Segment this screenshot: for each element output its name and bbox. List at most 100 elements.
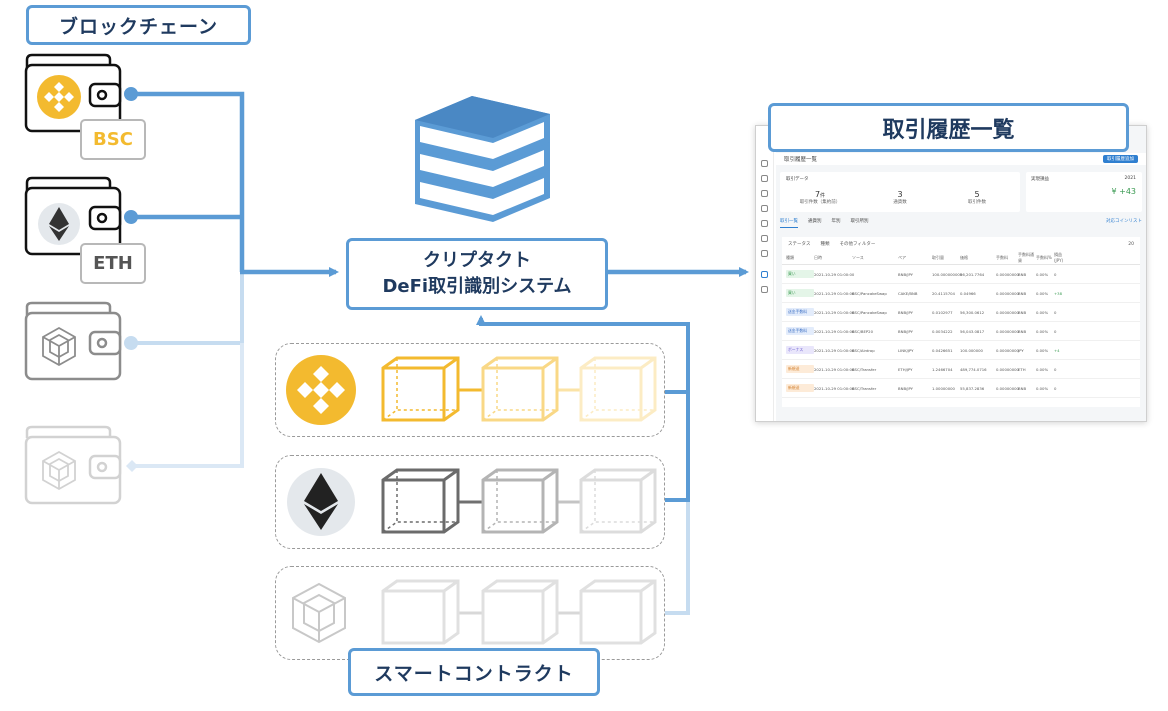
connector-dot-eth [124, 210, 138, 224]
chat-icon [761, 220, 768, 227]
table-cell: 2021-10-29 01:00:00 [814, 385, 855, 391]
summary-unit: 件 [820, 193, 826, 199]
table-cell: 0 [1054, 385, 1057, 391]
table-cell: 100.000000 [960, 347, 983, 353]
table-cell: 0.04966 [960, 290, 976, 296]
clock-icon [761, 286, 768, 293]
table-cell: 0.0102977 [932, 309, 953, 315]
tag-icon [761, 235, 768, 242]
summary-label: 取引件数 [968, 200, 986, 205]
type-tag: ボーナス [786, 346, 814, 354]
table-cell: 2021-10-29 01:00:00 [814, 366, 855, 372]
table-cell: 0 [1054, 309, 1057, 315]
table-cell: BSC/Airdrop [852, 347, 875, 353]
table-cell: ETH [1018, 366, 1026, 372]
table-cell: BSC/PancakeSwap [852, 290, 887, 296]
column-header: 損益(JPY) [1054, 252, 1064, 263]
block-cube-generic-2 [481, 579, 559, 645]
tab-year[interactable]: 年別 [831, 219, 841, 224]
eth-coin-icon [38, 203, 80, 245]
table-cell: 1.00000000 [932, 385, 955, 391]
block-cube-bsc-2 [481, 356, 559, 422]
per-page-select[interactable]: 20 [1128, 241, 1134, 247]
type-tag: 新規送 [786, 384, 814, 392]
table-cell: 0.00000000 [996, 309, 1019, 315]
table-cell: BNB/JPY [898, 328, 913, 334]
type-tag: 買い [786, 270, 814, 278]
coin-list-link[interactable]: 対応コインリスト [1106, 219, 1142, 224]
user-icon [761, 175, 768, 182]
contract-coin-bnb [286, 355, 356, 425]
wallet-icon-generic-faded [24, 425, 122, 505]
block-cube-eth-1 [381, 468, 460, 534]
summary-value: 7 [814, 190, 821, 199]
table-cell: 2021-10-29 01:00:00 [814, 328, 855, 334]
tab-transactions[interactable]: 取引一覧 [780, 218, 798, 228]
table-cell: 2021-10-29 01:00:00 [814, 309, 855, 315]
column-header: 手数料% [1036, 254, 1052, 260]
cryptact-system-box: クリプタクト DeFi取引識別システム [346, 238, 608, 310]
transaction-history-screenshot: 取引履歴一覧 取引履歴追加 取引データ 7件 取引件数（集約前） 3 通貨数 5… [755, 125, 1147, 422]
app-sidebar [756, 126, 774, 421]
connector-contract-feedback [476, 315, 690, 394]
contract-row-bsc [275, 343, 665, 437]
wallet-icon-generic [24, 301, 122, 381]
connector-wallet-4 [133, 343, 244, 468]
table-cell: BNB [1018, 271, 1027, 277]
block-cube-eth-2 [481, 468, 559, 534]
filter-other[interactable]: その他フィルター [839, 242, 876, 247]
smart-contract-label: スマートコントラクト [348, 648, 600, 696]
pnl-card: 実現損益 2021 ¥ +43 [1026, 172, 1142, 212]
block-cube-bsc-3 [579, 356, 657, 422]
column-header[interactable]: 日時 [814, 254, 822, 260]
system-subtitle: DeFi取引識別システム [382, 276, 572, 297]
connector-wallet-bsc [131, 91, 245, 272]
table-cell: BNB [1018, 309, 1027, 315]
table-cell: BSC/BEP20 [852, 328, 874, 334]
filter-type[interactable]: 種類 [820, 242, 830, 247]
column-header: 取引量 [932, 254, 944, 260]
table-cell: 0.00% [1036, 328, 1049, 334]
contract-row-eth [275, 455, 665, 549]
table-cell: 489,774.0716 [960, 366, 987, 372]
tab-exchange[interactable]: 取引所別 [850, 219, 869, 224]
table-cell: 0.00% [1036, 271, 1049, 277]
transactions-table: ステータス 種類 その他フィルター 20 種類 日時 ソース ペア 取引量 価格… [782, 237, 1140, 407]
table-cell: 56,043.0817 [960, 328, 985, 334]
table-cell: 100.000000000 [932, 271, 963, 277]
table-cell: 0.0034222 [932, 328, 953, 334]
breadcrumb[interactable]: 取引履歴一覧 [784, 157, 818, 163]
app-main: 取引履歴一覧 取引履歴追加 取引データ 7件 取引件数（集約前） 3 通貨数 5… [776, 126, 1146, 421]
summary-item: 3 通貨数 [875, 190, 925, 205]
table-cell: 0.00000000 [996, 290, 1019, 296]
add-history-button[interactable]: 取引履歴追加 [1103, 155, 1138, 163]
table-cell: BSC/Transfer [852, 366, 877, 372]
table-cell: 0.00% [1036, 347, 1049, 353]
block-cube-generic-1 [381, 579, 460, 645]
table-cell: 56,300.0612 [960, 309, 985, 315]
summary-card: 取引データ 7件 取引件数（集約前） 3 通貨数 5 取引件数 [780, 172, 1020, 212]
type-tag: 送金手数料 [786, 327, 814, 335]
home-icon [761, 160, 768, 167]
pnl-year[interactable]: 2021 [1124, 176, 1136, 181]
block-cube-generic-3 [579, 579, 657, 645]
table-cell: CAKE/BNB [898, 290, 918, 296]
table-cell: 0.00% [1036, 309, 1049, 315]
filter-status[interactable]: ステータス [788, 242, 811, 247]
column-header: ペア [898, 254, 906, 260]
column-header: ソース [852, 254, 864, 260]
summary-label: 通貨数 [893, 200, 907, 205]
summary-item: 5 取引件数 [952, 190, 1002, 205]
table-cell: 0.0426651 [932, 347, 953, 353]
table-cell: ETH/JPY [898, 366, 913, 372]
summary-title: 取引データ [786, 177, 809, 182]
app-topbar: 取引履歴一覧 取引履歴追加 [776, 153, 1146, 165]
tab-currency[interactable]: 通貨別 [808, 219, 822, 224]
